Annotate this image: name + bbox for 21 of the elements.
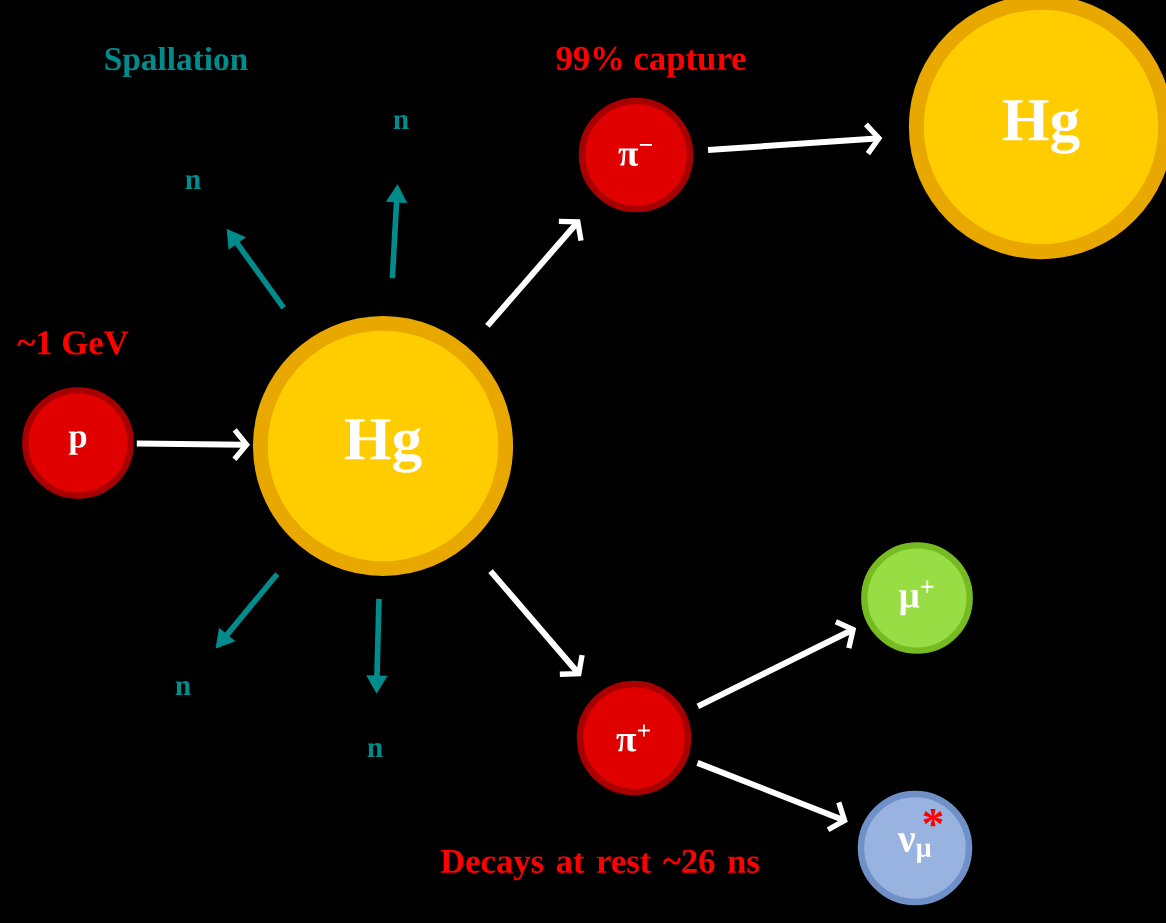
sphere: μ$^{+}$	[861, 542, 973, 654]
sphere: p	[22, 387, 134, 499]
arrow	[136, 428, 251, 461]
arrow	[485, 218, 584, 328]
annotation-text: 99% capture	[556, 46, 746, 78]
arrow	[696, 619, 857, 710]
sphere: Hg	[252, 315, 514, 577]
sphere: π$^{−}$	[578, 97, 694, 213]
arrow	[696, 760, 848, 833]
annotation-text: ~1 GeV	[17, 331, 129, 355]
particle-label: n	[393, 115, 409, 129]
sphere: Hg	[908, 0, 1166, 260]
particle-label: n	[185, 175, 201, 189]
particle-label: n	[175, 681, 191, 695]
annotation-text: Decays at rest ~26 ns	[440, 849, 759, 881]
arrow	[707, 122, 883, 156]
arrow	[488, 569, 585, 677]
heading: Spallation	[105, 46, 248, 78]
sphere: π$^{+}$	[576, 680, 692, 796]
sphere: ν$_{μ}$ *	[857, 790, 973, 906]
particle-label: n	[367, 743, 383, 757]
